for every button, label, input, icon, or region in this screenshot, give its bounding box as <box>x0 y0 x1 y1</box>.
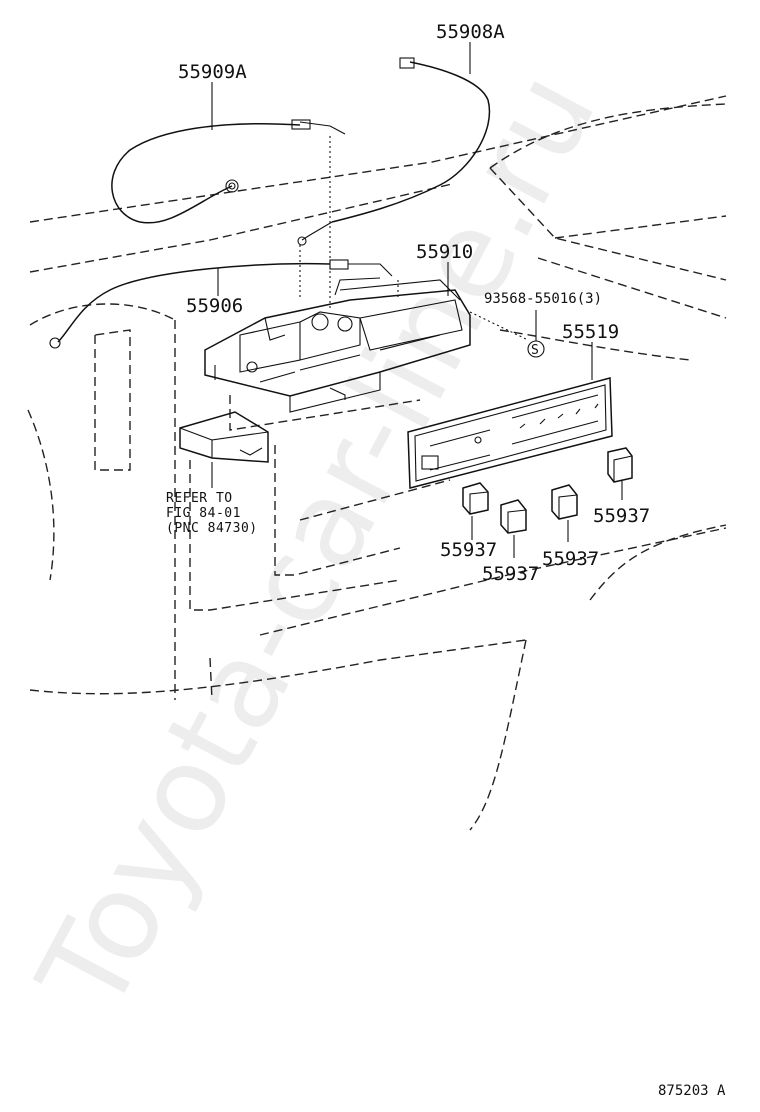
cable-55909A <box>111 119 346 224</box>
label-55519: 55519 <box>562 321 619 343</box>
refer-note: REFER TO FIG 84-01 (PNC 84730) <box>166 491 258 536</box>
control-assembly-55910 <box>204 277 471 413</box>
dashboard-outline <box>27 95 727 831</box>
label-55937-a: 55937 <box>440 539 497 561</box>
leader-lines <box>211 42 623 558</box>
label-93568-55016: 93568-55016(3) <box>484 291 602 307</box>
screw-symbol: S <box>527 340 545 358</box>
refer-note-line2: FIG 84-01 <box>166 506 241 521</box>
label-55908A: 55908A <box>436 21 505 43</box>
figure-code: 875203 A <box>658 1083 726 1099</box>
label-55937-b: 55937 <box>482 563 539 585</box>
knobs-55937 <box>462 447 633 534</box>
label-55937-c: 55937 <box>542 548 599 570</box>
label-55937-right: 55937 <box>593 505 650 527</box>
watermark: Toyota-car-line.ru <box>12 51 623 1035</box>
label-55910: 55910 <box>416 241 473 263</box>
alignment-lines <box>299 136 529 341</box>
cable-55908A <box>297 57 491 246</box>
refer-note-line3: (PNC 84730) <box>166 521 258 536</box>
blower-switch-module <box>179 411 269 463</box>
screw-symbol-letter: S <box>531 343 539 358</box>
control-panel-55519 <box>407 377 613 489</box>
cable-55906 <box>49 259 393 349</box>
label-55909A: 55909A <box>178 61 247 83</box>
label-55906: 55906 <box>186 295 243 317</box>
refer-note-line1: REFER TO <box>166 491 233 506</box>
